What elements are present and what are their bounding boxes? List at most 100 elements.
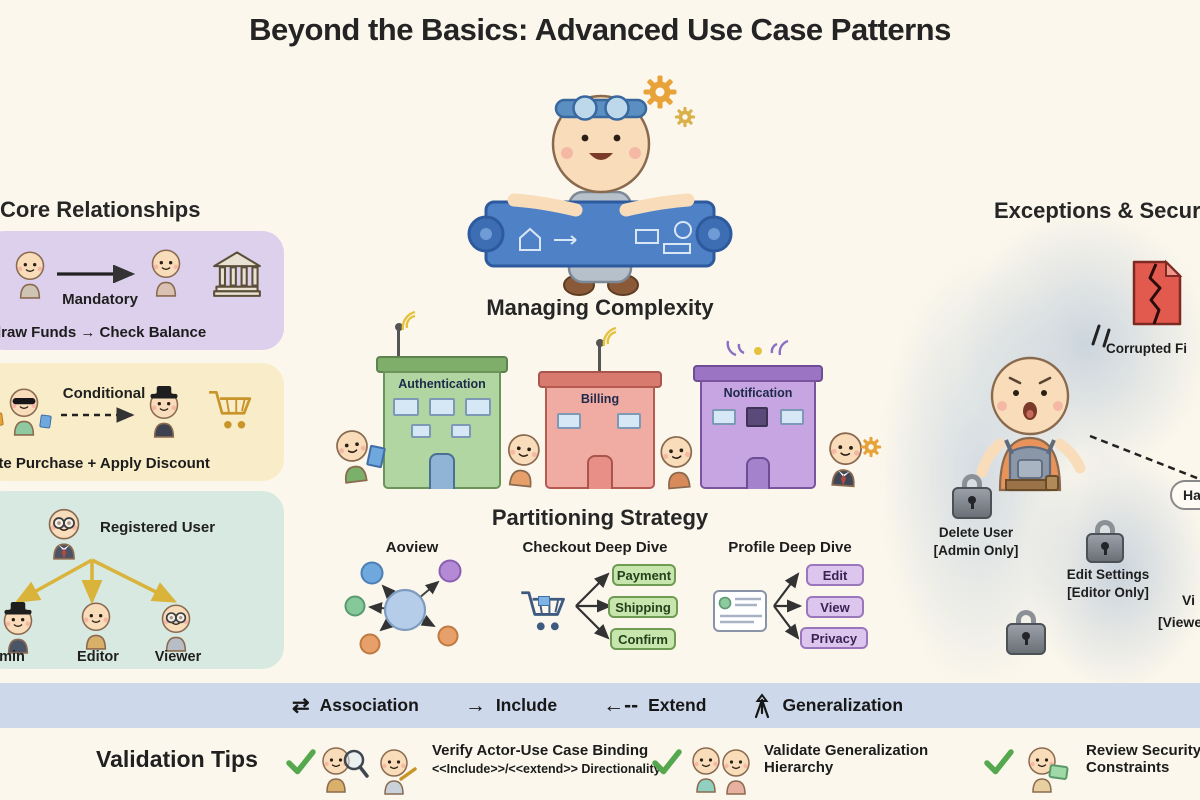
building-name: Authentication (398, 377, 486, 391)
antenna-icon (595, 339, 604, 371)
window (557, 413, 581, 429)
mandatory-relationship-card: Mandatory draw Funds → Check Balance (0, 231, 284, 350)
viewer-caption-fragment: [Viewe (1158, 614, 1200, 630)
check-icon (652, 748, 682, 776)
alert-marks-icon (1091, 324, 1111, 348)
cart-item (538, 596, 550, 606)
window (451, 424, 471, 438)
lock-icon (952, 474, 992, 519)
legend-extend: ←-- Extend (603, 695, 706, 716)
partitioning-strategy-heading: Partitioning Strategy (491, 505, 709, 530)
running-character (495, 426, 551, 491)
shopper-character (2, 383, 46, 437)
tip-title: Validate Generalization (764, 742, 929, 759)
view-step: View (806, 596, 864, 618)
reviewer-character (1028, 747, 1069, 793)
cart-icon (204, 385, 258, 431)
writer-character (380, 749, 417, 795)
tip-title: Review Security (1086, 742, 1200, 759)
window (411, 424, 431, 438)
legend-association: ⇄ Association (292, 695, 419, 716)
overview-label: Aoview (385, 539, 439, 556)
legend-label: Generalization (782, 695, 904, 715)
authentication-building: Authentication (376, 310, 508, 489)
lock-caption-line: Delete User (938, 525, 1014, 540)
legend-include: → Include (465, 695, 557, 716)
panel (746, 407, 768, 427)
inspector-character (322, 747, 369, 793)
window (617, 413, 641, 429)
actor-character (144, 244, 188, 298)
viewer-character (154, 599, 198, 653)
running-character (649, 428, 704, 492)
cart-icon (518, 585, 570, 633)
window (780, 409, 804, 425)
window (712, 409, 736, 425)
building-name: Notification (723, 386, 793, 400)
extend-dashed-line (1089, 434, 1200, 481)
exceptions-security-heading: Exceptions & Securit (994, 198, 1200, 223)
checkout-deep-dive-heading: Checkout Deep Dive (522, 539, 668, 556)
generalization-card: Registered User min Editor Viewer (0, 491, 284, 669)
check-icon (984, 748, 1014, 776)
lock-caption-line: [Editor Only] (1067, 584, 1149, 600)
core-relationships-heading: Core Relationships (0, 197, 201, 222)
registered-user-label: Registered User (100, 519, 216, 536)
lock-caption-line: [Admin Only] (933, 542, 1019, 558)
legend-label: Association (319, 695, 419, 715)
conditional-caption: ete Purchase + Apply Discount (0, 455, 210, 472)
bank-icon (210, 249, 264, 297)
check-icon (286, 748, 316, 776)
admin-character (0, 601, 40, 655)
viewer-label: Viewer (154, 649, 202, 665)
merchant-character (142, 385, 186, 439)
signal-icon (726, 339, 789, 357)
tip-binding: Verify Actor-Use Case Binding <<Include>… (432, 742, 661, 776)
conditional-dashed-arrow-icon (61, 407, 135, 423)
managing-complexity-heading: Managing Complexity (486, 295, 714, 320)
signal-icon (401, 310, 416, 330)
generalization-arrows-icon (14, 558, 178, 605)
notification-building: Notification (693, 339, 823, 489)
conditional-label: Conditional (62, 385, 146, 402)
window (465, 398, 491, 416)
profile-card-icon (712, 588, 768, 634)
include-arrow-icon: → (464, 694, 486, 717)
privacy-step: Privacy (800, 627, 868, 649)
lock-icon (1006, 610, 1046, 655)
tip-generalization: Validate Generalization Hierarchy (764, 742, 928, 776)
view-caption-fragment: Vi (1182, 592, 1195, 608)
confirm-step: Confirm (610, 628, 676, 650)
tip-subtitle: Constraints (1086, 759, 1170, 776)
mandatory-arrow-icon (57, 265, 136, 283)
profile-arrows-icon (773, 572, 803, 640)
edit-settings-caption: Edit Settings [Editor Only] (1056, 566, 1160, 601)
building-name: Billing (580, 392, 620, 406)
payment-step: Payment (612, 564, 676, 586)
profile-deep-dive-heading: Profile Deep Dive (728, 539, 852, 556)
generalization-icon (755, 692, 770, 718)
tip-subtitle: Hierarchy (764, 759, 834, 776)
registered-user-character (40, 503, 88, 561)
window (393, 398, 419, 416)
window (429, 398, 455, 416)
lock-caption-line: Edit Settings (1066, 567, 1150, 582)
tip-subtitle: <<Include>>/<<extend>> Directionality (432, 762, 661, 776)
lock-icon (1086, 520, 1124, 563)
corrupted-file-icon (1128, 258, 1186, 328)
gear-icon (860, 436, 882, 458)
shipping-step: Shipping (608, 596, 678, 618)
checkout-arrows-icon (575, 572, 613, 640)
corrupted-file-caption: Corrupted Fi (1106, 341, 1187, 356)
delete-user-caption: Delete User [Admin Only] (922, 524, 1030, 559)
handle-usecase-pill: Ha (1170, 480, 1200, 510)
mascot-architect-character (467, 75, 733, 296)
signal-icon (602, 326, 617, 346)
editor-label: Editor (77, 649, 119, 665)
tip-title: Verify Actor-Use Case Binding (432, 742, 649, 759)
legend-generalization: Generalization (752, 692, 904, 719)
validation-tips-heading: Validation Tips (96, 746, 258, 772)
editor-character (74, 597, 118, 651)
association-icon: ⇄ (292, 694, 310, 717)
